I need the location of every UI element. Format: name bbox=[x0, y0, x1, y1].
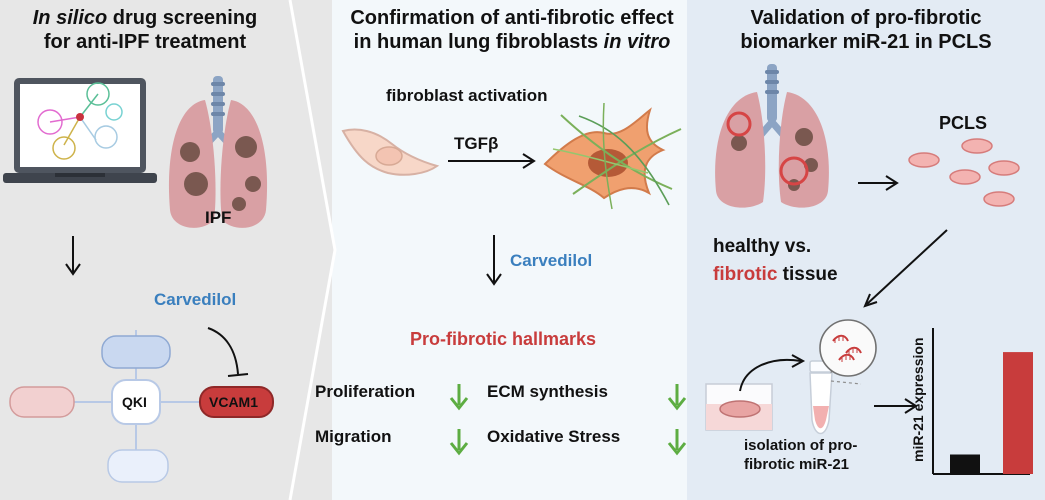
protein-network bbox=[9, 330, 274, 483]
isolation-line2: fibrotic miR-21 bbox=[744, 456, 850, 473]
fibrotic-word: fibrotic bbox=[713, 264, 778, 285]
mirna-y-axis-label: miR-21 expression bbox=[910, 337, 926, 463]
right-title-line1: Validation of pro-fibrotic bbox=[750, 7, 982, 29]
top-node bbox=[101, 335, 171, 369]
middle-title-italic: in vitro bbox=[603, 31, 671, 53]
hallmark-migration: Migration bbox=[315, 427, 392, 446]
vcam1-node bbox=[199, 386, 274, 418]
arrow-to-pcls bbox=[858, 175, 899, 191]
right-lungs-icon bbox=[715, 64, 829, 208]
left-panel-art bbox=[3, 76, 274, 483]
left-title-rest: drug screening bbox=[107, 7, 258, 29]
isolation-line1: isolation of pro- bbox=[744, 437, 858, 454]
comparison-line1: healthy vs. bbox=[713, 236, 812, 257]
green-down-arrow-4 bbox=[667, 429, 687, 456]
middle-title-line2: in human lung fibroblasts bbox=[353, 31, 604, 53]
petri-dish-icon bbox=[705, 383, 773, 431]
mirna-zoom-icon bbox=[819, 319, 877, 377]
qki-node bbox=[111, 379, 161, 425]
green-down-arrow-3 bbox=[449, 429, 469, 456]
middle-panel-title: Confirmation of anti-fibrotic effect in … bbox=[336, 6, 688, 54]
mirna-chart-bars bbox=[950, 352, 1033, 474]
laptop-icon bbox=[3, 78, 157, 183]
down-arrow-left bbox=[65, 236, 81, 276]
hallmark-oxidative-stress: Oxidative Stress bbox=[487, 427, 621, 446]
fibroblast-activation-label: fibroblast activation bbox=[386, 86, 548, 105]
tgfb-arrow bbox=[448, 153, 536, 169]
healthy-bar bbox=[950, 454, 980, 474]
left-panel-title: In silico drug screening for anti-IPF tr… bbox=[10, 6, 280, 54]
pcls-disks bbox=[908, 138, 1020, 207]
hallmarks-title: Pro-fibrotic hallmarks bbox=[410, 329, 597, 349]
middle-title-line1: Confirmation of anti-fibrotic effect bbox=[350, 7, 674, 29]
middle-panel bbox=[332, 0, 687, 500]
fibrotic-bar bbox=[1003, 352, 1033, 474]
comparison-label: healthy vs. fibrotic tissue bbox=[713, 233, 838, 289]
resting-fibroblast-icon bbox=[341, 128, 440, 176]
network-screen-graphic bbox=[37, 82, 123, 160]
left-carvedilol-label: Carvedilol bbox=[154, 290, 237, 309]
down-arrow-middle bbox=[486, 235, 502, 286]
hallmark-ecm-synthesis: ECM synthesis bbox=[487, 382, 608, 401]
arrow-to-chart bbox=[874, 398, 918, 414]
left-node bbox=[9, 386, 75, 418]
left-title-line2: for anti-IPF treatment bbox=[43, 31, 247, 53]
green-down-arrow-1 bbox=[449, 384, 469, 411]
qki-label: QKI bbox=[122, 394, 147, 410]
right-panel-title: Validation of pro-fibrotic biomarker miR… bbox=[690, 6, 1042, 54]
vcam1-label: VCAM1 bbox=[209, 394, 259, 410]
inhibition-arrow bbox=[207, 327, 249, 377]
right-title-line2: biomarker miR-21 in PCLS bbox=[740, 31, 992, 53]
tube-icon bbox=[809, 360, 833, 435]
middle-carvedilol-label: Carvedilol bbox=[510, 251, 593, 270]
diagonal-arrow bbox=[863, 229, 948, 308]
left-title-italic: In silico bbox=[32, 7, 108, 29]
hallmark-proliferation: Proliferation bbox=[315, 382, 416, 401]
isolation-label: isolation of pro- fibrotic miR-21 bbox=[744, 436, 857, 474]
ipf-label: IPF bbox=[205, 208, 232, 227]
green-down-arrow-2 bbox=[667, 384, 687, 411]
activated-fibroblast-icon bbox=[543, 102, 682, 210]
pcls-label: PCLS bbox=[939, 113, 988, 133]
tissue-word: tissue bbox=[777, 264, 838, 285]
curved-arrow-to-tube bbox=[739, 354, 806, 392]
bottom-node bbox=[107, 449, 169, 483]
lungs-icon bbox=[168, 76, 268, 228]
tgfb-label: TGFβ bbox=[454, 134, 499, 153]
